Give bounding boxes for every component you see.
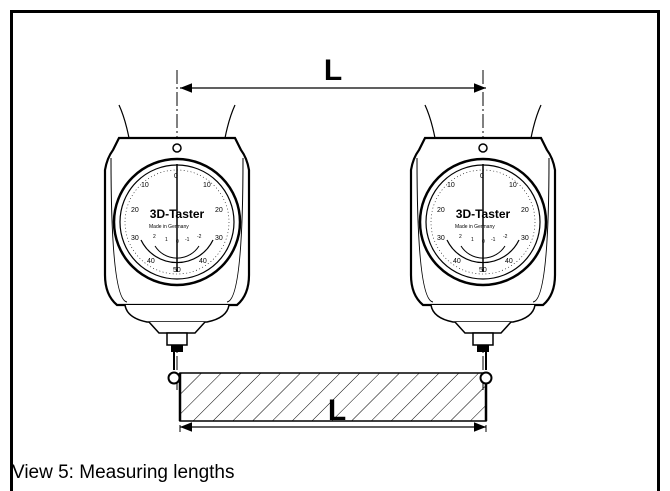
alignment-screw-icon: [478, 143, 488, 153]
minor-scale-number: 1: [471, 237, 474, 243]
scale-number: 40: [505, 258, 513, 265]
minor-scale-number: 1: [165, 237, 168, 243]
stylus-ball-icon: [167, 371, 181, 385]
scale-number: 0: [480, 173, 484, 180]
brand-label: 3D-Taster: [456, 207, 511, 221]
minor-scale-number: 0: [176, 239, 179, 245]
scale-number: 40: [199, 258, 207, 265]
figure-caption: View 5: Measuring lengths: [12, 462, 235, 483]
workpiece-hatched: [179, 372, 487, 422]
housing-contour: [110, 157, 244, 303]
scale-number: 10: [141, 182, 149, 189]
scale-number: 50: [173, 267, 181, 274]
scale-number: 30: [131, 235, 139, 242]
top-dimension-label: L: [324, 54, 342, 87]
scale-number: 20: [215, 207, 223, 214]
minor-scale-number: 2: [459, 234, 462, 240]
alignment-screw-icon: [172, 143, 182, 153]
probe-base: [430, 304, 536, 323]
dial-ticks: [124, 169, 230, 275]
minor-scale-number: -2: [503, 234, 508, 240]
scale-number: 40: [453, 258, 461, 265]
scale-number: 30: [437, 235, 445, 242]
stylus-holder: [166, 332, 188, 346]
scale-number: 0: [174, 173, 178, 180]
made-in-label: Made in Germany: [149, 224, 189, 230]
scale-number: 30: [521, 235, 529, 242]
brand-label: 3D-Taster: [150, 207, 205, 221]
dial-ticks: [430, 169, 536, 275]
scale-number: 10: [509, 182, 517, 189]
probe-left: 3D-Taster 10 20 30 40 50 40 30 20 10 0 M…: [103, 70, 251, 390]
probe-right: 3D-Taster 10 20 30 40 50 40 30 20 10 0 M…: [409, 70, 557, 390]
housing-contour: [416, 157, 550, 303]
scale-number: 50: [479, 267, 487, 274]
made-in-label: Made in Germany: [455, 224, 495, 230]
scale-number: 10: [447, 182, 455, 189]
taper-shank: [424, 104, 542, 139]
minor-scale-number: 0: [482, 239, 485, 245]
minor-scale-arc: [446, 239, 520, 264]
minor-scale-number: -2: [197, 234, 202, 240]
scale-number: 40: [147, 258, 155, 265]
minor-scale-arc-inner: [460, 245, 506, 259]
scale-number: 10: [203, 182, 211, 189]
stylus-clamp: [477, 345, 489, 352]
minor-scale-arc: [140, 239, 214, 264]
scale-number: 30: [215, 235, 223, 242]
scale-number: 20: [437, 207, 445, 214]
minor-scale-number: -1: [491, 237, 496, 243]
probe-collar: [148, 321, 206, 334]
stylus-clamp: [171, 345, 183, 352]
stylus-holder: [472, 332, 494, 346]
probe-base: [124, 304, 230, 323]
minor-scale-number: -1: [185, 237, 190, 243]
scale-number: 20: [131, 207, 139, 214]
scale-number: 20: [521, 207, 529, 214]
top-dimension: L: [180, 54, 486, 93]
stylus-ball-icon: [479, 371, 493, 385]
taper-shank: [118, 104, 236, 139]
probe-collar: [454, 321, 512, 334]
minor-scale-arc-inner: [154, 245, 200, 259]
minor-scale-number: 2: [153, 234, 156, 240]
